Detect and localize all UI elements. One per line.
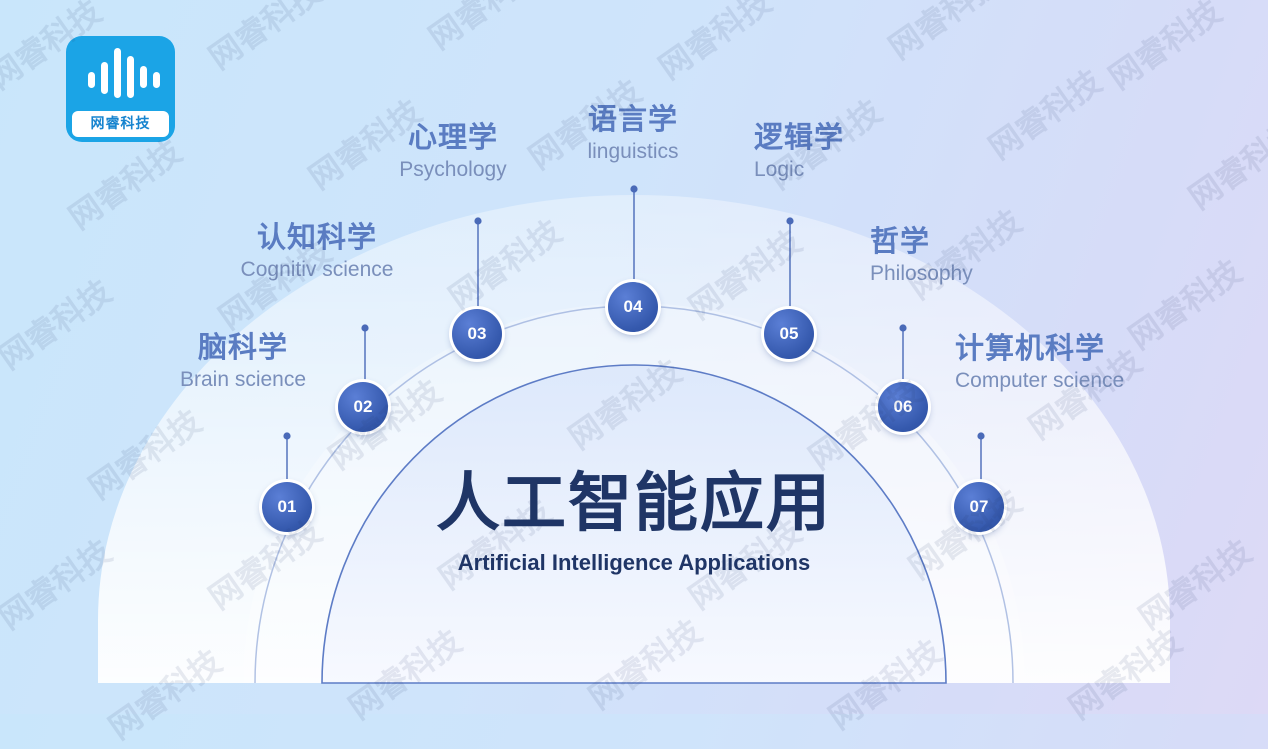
node-number-05: 05 <box>764 309 814 359</box>
node-number-01: 01 <box>262 482 312 532</box>
node-number-04: 04 <box>608 282 658 332</box>
connector-dot-1 <box>283 432 291 440</box>
sound-wave-icon <box>88 48 160 98</box>
connector-dot-3 <box>474 217 482 225</box>
brand-logo: 网睿科技 <box>66 36 175 142</box>
node-number-06: 06 <box>878 382 928 432</box>
connector-dot-5 <box>786 217 794 225</box>
main-title: 人工智能应用 <box>436 467 832 541</box>
connector-dot-4 <box>630 185 638 193</box>
inner-dome <box>321 364 947 684</box>
node-number-03: 03 <box>452 309 502 359</box>
connector-dot-7 <box>977 432 985 440</box>
connector-dot-6 <box>899 324 907 332</box>
node-number-02: 02 <box>338 382 388 432</box>
diagram-scene <box>98 185 1170 684</box>
connector-lines <box>283 185 985 482</box>
logo-text: 网睿科技 <box>72 111 169 137</box>
connector-dot-2 <box>361 324 369 332</box>
node-number-07: 07 <box>954 482 1004 532</box>
main-subtitle: Artificial Intelligence Applications <box>457 550 811 575</box>
